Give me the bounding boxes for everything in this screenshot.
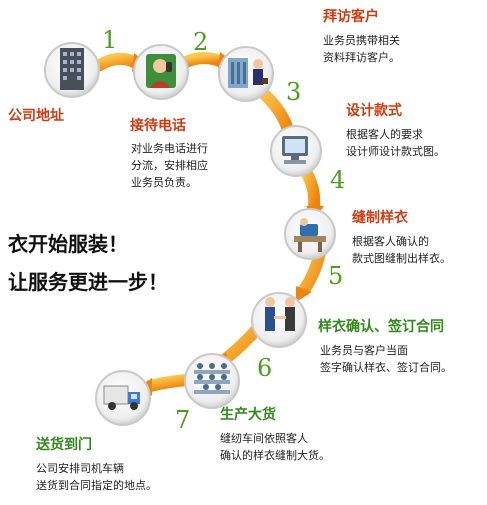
circle-sample-confirm xyxy=(251,292,307,348)
circle-delivery xyxy=(95,370,151,426)
step-number-2: 2 xyxy=(193,28,209,56)
step-number-1: 1 xyxy=(102,26,118,54)
title-production: 生产大货 xyxy=(220,407,276,423)
visiting-client-icon xyxy=(228,58,268,88)
arrow-3 xyxy=(256,86,294,136)
desc-reception-call-line-3: 业务员负责。 xyxy=(131,176,197,189)
desc-delivery: 公司安排司机车辆 送货到合同指定的地点。 xyxy=(36,460,157,494)
arrow-1 xyxy=(92,52,140,72)
circle-visit-client xyxy=(218,46,274,102)
desc-delivery-line-1: 公司安排司机车辆 xyxy=(36,462,124,475)
title-sample-sewing: 缝制样衣 xyxy=(352,210,408,226)
desc-sample-confirm-line-1: 业务员与客户当面 xyxy=(320,344,408,357)
desc-visit-client-line-2: 资料拜访客户。 xyxy=(323,51,400,64)
production-workshop-icon xyxy=(194,363,230,394)
delivery-truck-icon xyxy=(103,385,140,410)
circle-company-address xyxy=(44,42,100,98)
desc-delivery-line-2: 送货到合同指定的地点。 xyxy=(36,479,157,492)
desc-sample-sewing: 根据客人确认的 款式图缝制出样衣。 xyxy=(352,233,451,267)
desc-production-line-1: 缝纫车间依照客人 xyxy=(220,432,308,445)
desc-design: 根据客人的要求 设计师设计款式图。 xyxy=(346,126,445,160)
circle-design xyxy=(270,125,322,177)
sewing-machine-icon xyxy=(294,218,326,252)
circle-sample-sewing xyxy=(284,208,336,260)
slogan-line-2: 让服务更进一步！ xyxy=(8,270,168,294)
title-visit-client: 拜访客户 xyxy=(323,9,379,25)
desc-sample-sewing-line-1: 根据客人确认的 xyxy=(352,235,429,248)
desc-visit-client: 业务员携带相关 资料拜访客户。 xyxy=(323,32,400,66)
slogan-line-1: 衣开始服装！ xyxy=(8,232,128,256)
desc-reception-call-line-1: 对业务电话进行 xyxy=(131,142,208,155)
step-number-6: 6 xyxy=(257,354,273,382)
arrow-7 xyxy=(144,374,192,392)
arrow-head-5 xyxy=(296,286,312,302)
desc-reception-call: 对业务电话进行 分流，安排相应 业务员负责。 xyxy=(131,140,208,191)
circle-production xyxy=(184,353,240,409)
step-number-3: 3 xyxy=(286,78,302,106)
desc-production: 缝纫车间依照客人 确认的样衣缝制大货。 xyxy=(220,430,330,464)
arrow-2 xyxy=(180,52,228,68)
computer-design-icon xyxy=(282,136,308,164)
desc-design-line-1: 根据客人的要求 xyxy=(346,128,423,141)
desc-design-line-2: 设计师设计款式图。 xyxy=(346,145,445,158)
circle-reception-call xyxy=(133,44,189,100)
step-number-7: 7 xyxy=(175,406,191,434)
desc-sample-sewing-line-2: 款式图缝制出样衣。 xyxy=(352,252,451,265)
step-number-5: 5 xyxy=(328,262,344,290)
receptionist-icon xyxy=(146,54,176,88)
title-design: 设计款式 xyxy=(346,103,402,119)
title-company-address: 公司地址 xyxy=(8,108,64,124)
desc-reception-call-line-2: 分流，安排相应 xyxy=(131,159,208,172)
step-number-4: 4 xyxy=(330,166,346,194)
desc-sample-confirm: 业务员与客户当面 签字确认样衣、签订合同。 xyxy=(320,342,452,376)
desc-visit-client-line-1: 业务员携带相关 xyxy=(323,34,400,47)
desc-sample-confirm-line-2: 签字确认样衣、签订合同。 xyxy=(320,361,452,374)
title-delivery: 送货到门 xyxy=(36,437,92,453)
handshake-icon xyxy=(265,297,295,331)
office-building-icon xyxy=(60,48,84,90)
desc-production-line-2: 确认的样衣缝制大货。 xyxy=(220,449,330,462)
arrow-6 xyxy=(218,322,264,366)
title-reception-call: 接待电话 xyxy=(130,118,186,134)
title-sample-confirm: 样衣确认、签订合同 xyxy=(318,319,444,335)
